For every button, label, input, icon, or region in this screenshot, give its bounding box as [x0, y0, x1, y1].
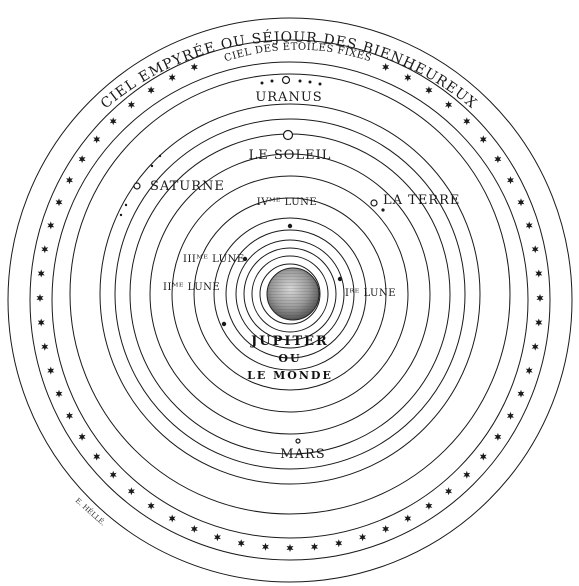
- star-icon: [128, 101, 135, 109]
- earth-moon-dot: [381, 208, 384, 211]
- jupiter-label: JUPITER: [250, 334, 329, 349]
- star-icon: [38, 319, 45, 327]
- star-icon: [79, 433, 86, 441]
- star-icon: [191, 63, 198, 71]
- star-icon: [425, 502, 432, 510]
- jupiter-hatching: [267, 268, 319, 320]
- star-icon: [507, 412, 514, 420]
- star-icon: [47, 221, 54, 229]
- mars-planet-icon: [296, 439, 300, 443]
- star-icon: [532, 343, 539, 351]
- moon-4-dot: [288, 224, 292, 228]
- star-icon: [110, 117, 117, 125]
- star-icon: [262, 543, 269, 551]
- star-icon: [169, 74, 176, 82]
- engraver-signature: E. HÉLLÉ.: [74, 496, 108, 528]
- star-icon: [382, 63, 389, 71]
- saturn-ring-dot: [120, 214, 122, 216]
- uranus-moon-dot: [261, 82, 264, 85]
- star-icon: [463, 117, 470, 125]
- star-icon: [37, 294, 44, 302]
- star-icon: [128, 487, 135, 495]
- star-icon: [359, 533, 366, 541]
- uranus-moon-dot: [309, 81, 312, 84]
- mars-label: MARS: [280, 447, 325, 462]
- star-icon: [535, 270, 542, 278]
- star-icon: [335, 539, 342, 547]
- saturn-ring-dot: [125, 204, 127, 206]
- earth-planet-icon: [371, 200, 377, 206]
- uranus-moon-dot: [271, 80, 274, 83]
- star-icon: [480, 453, 487, 461]
- saturn-ring-dot: [151, 165, 153, 167]
- moon-4-label: IVᴹᴱ LUNE: [257, 197, 317, 208]
- saturn-ring-dot: [159, 155, 161, 157]
- planet-markers: [134, 77, 377, 444]
- moon-2-dot: [222, 322, 226, 326]
- star-icon: [445, 487, 452, 495]
- star-icon: [404, 74, 411, 82]
- star-icon: [191, 525, 198, 533]
- sun-label: LE SOLEIL: [249, 148, 332, 163]
- moon-1-dot: [338, 277, 342, 281]
- star-icon: [463, 471, 470, 479]
- star-icon: [214, 533, 221, 541]
- star-icon: [287, 544, 294, 552]
- star-icon: [79, 155, 86, 163]
- star-icon: [537, 294, 544, 302]
- saturn-planet-icon: [134, 183, 140, 189]
- star-icon: [56, 198, 63, 206]
- star-icon: [169, 515, 176, 523]
- star-icon: [507, 176, 514, 184]
- star-icon: [445, 101, 452, 109]
- star-icon: [41, 245, 48, 253]
- sun-planet-icon: [284, 131, 293, 140]
- star-icon: [93, 453, 100, 461]
- star-icon: [47, 367, 54, 375]
- star-icon: [56, 390, 63, 398]
- moon-3-label: IIIᴹᴱ LUNE: [183, 254, 245, 265]
- star-icon: [238, 539, 245, 547]
- star-icon: [518, 390, 525, 398]
- star-icon: [535, 319, 542, 327]
- star-icon: [518, 198, 525, 206]
- star-icon: [311, 543, 318, 551]
- star-icon: [382, 525, 389, 533]
- uranus-label: URANUS: [255, 90, 322, 105]
- star-icon: [41, 343, 48, 351]
- star-icon: [480, 135, 487, 143]
- moon-1-label: Iᴿᴱ LUNE: [345, 288, 396, 299]
- star-icon: [93, 135, 100, 143]
- star-icon: [110, 471, 117, 479]
- star-icon: [148, 86, 155, 94]
- star-icon: [66, 412, 73, 420]
- star-icon: [526, 367, 533, 375]
- saturn-label: SATURNE: [150, 179, 225, 194]
- star-icon: [526, 221, 533, 229]
- star-icon: [38, 270, 45, 278]
- star-icon: [494, 155, 501, 163]
- star-icon: [404, 515, 411, 523]
- moon-2-label: IIᴹᴱ LUNE: [163, 282, 220, 293]
- uranus-moon-dot: [299, 80, 302, 83]
- earth-label: LA TERRE: [383, 193, 460, 208]
- ou-label: OU: [278, 352, 301, 365]
- star-icon: [425, 86, 432, 94]
- uranus-moon-dot: [319, 83, 322, 86]
- uranus-planet-icon: [283, 77, 290, 84]
- star-icon: [148, 502, 155, 510]
- star-icon: [66, 176, 73, 184]
- star-icon: [532, 245, 539, 253]
- le-monde-label: LE MONDE: [247, 369, 333, 382]
- star-icon: [494, 433, 501, 441]
